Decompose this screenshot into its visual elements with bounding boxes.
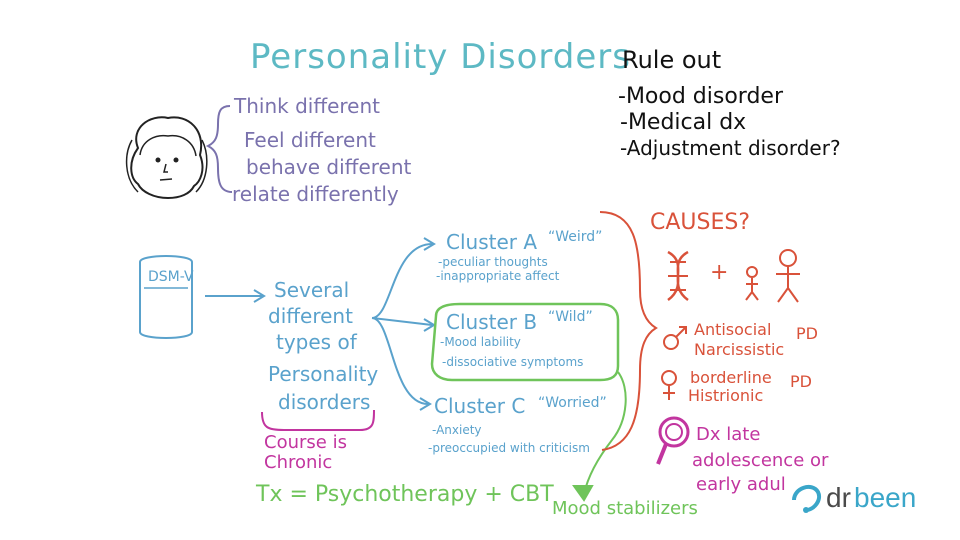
page-title: Personality Disorders	[250, 37, 631, 77]
rule-out-heading: Rule out	[622, 46, 722, 74]
stethoscope-logo-icon	[792, 484, 821, 513]
trait-item: Think different	[234, 94, 381, 118]
cluster-name: Cluster A	[446, 230, 538, 254]
types-line: Personality	[268, 362, 379, 386]
cluster-name: Cluster B	[446, 310, 538, 334]
dx-line: Dx late	[696, 424, 761, 445]
mood-stabilizers-text: Mood stabilizers	[552, 498, 698, 519]
treatment-text: Tx = Psychotherapy + CBT	[256, 482, 554, 507]
cluster-tag: “Wild”	[548, 309, 593, 325]
plus-sign: +	[710, 260, 729, 285]
types-line: different	[268, 304, 353, 328]
rule-out-item: -Adjustment disorder?	[620, 136, 841, 160]
male-pd-label: PD	[796, 324, 818, 343]
rule-out-item: -Medical dx	[620, 110, 747, 135]
male-pd-item: Narcissistic	[694, 340, 785, 359]
female-pd-label: PD	[790, 372, 812, 391]
dsm-label: DSM-V	[148, 269, 194, 285]
female-symbol-icon	[661, 370, 677, 400]
male-pd-item: Antisocial	[694, 320, 772, 339]
types-line: Several	[274, 278, 350, 302]
course-line: Course is	[264, 432, 347, 453]
trait-brace	[205, 105, 233, 193]
causes-heading: CAUSES?	[650, 210, 751, 235]
dna-and-people-icon	[667, 249, 800, 303]
trait-item: behave different	[246, 155, 412, 179]
magnifier-icon	[656, 416, 690, 465]
course-line: Chronic	[264, 452, 333, 473]
face-drawing	[125, 116, 208, 200]
female-pd-item: borderline	[690, 368, 772, 387]
cluster-note: -preoccupied with criticism	[428, 441, 590, 455]
rule-out-item: -Mood disorder	[618, 84, 783, 109]
dsm-book-icon	[139, 255, 193, 339]
cluster-note: -Anxiety	[432, 423, 482, 437]
dx-line: adolescence or	[692, 450, 829, 471]
trait-item: relate differently	[232, 182, 399, 206]
types-line: types of	[276, 330, 357, 354]
logo-been: been	[854, 482, 917, 513]
logo-dr: dr	[826, 482, 851, 513]
trait-item: Feel different	[244, 128, 376, 152]
male-symbol-icon	[663, 326, 687, 350]
cluster-tag: “Worried”	[538, 395, 607, 411]
dx-line: early adul	[696, 474, 786, 495]
cluster-note: -inappropriate affect	[436, 269, 560, 283]
cluster-name: Cluster C	[434, 394, 526, 418]
types-line: disorders	[278, 390, 371, 414]
cluster-note: -Mood lability	[440, 335, 521, 349]
cluster-note: -peculiar thoughts	[438, 255, 548, 269]
cluster-note: -dissociative symptoms	[442, 355, 584, 369]
cluster-tag: “Weird”	[548, 229, 603, 245]
female-pd-item: Histrionic	[688, 386, 764, 405]
